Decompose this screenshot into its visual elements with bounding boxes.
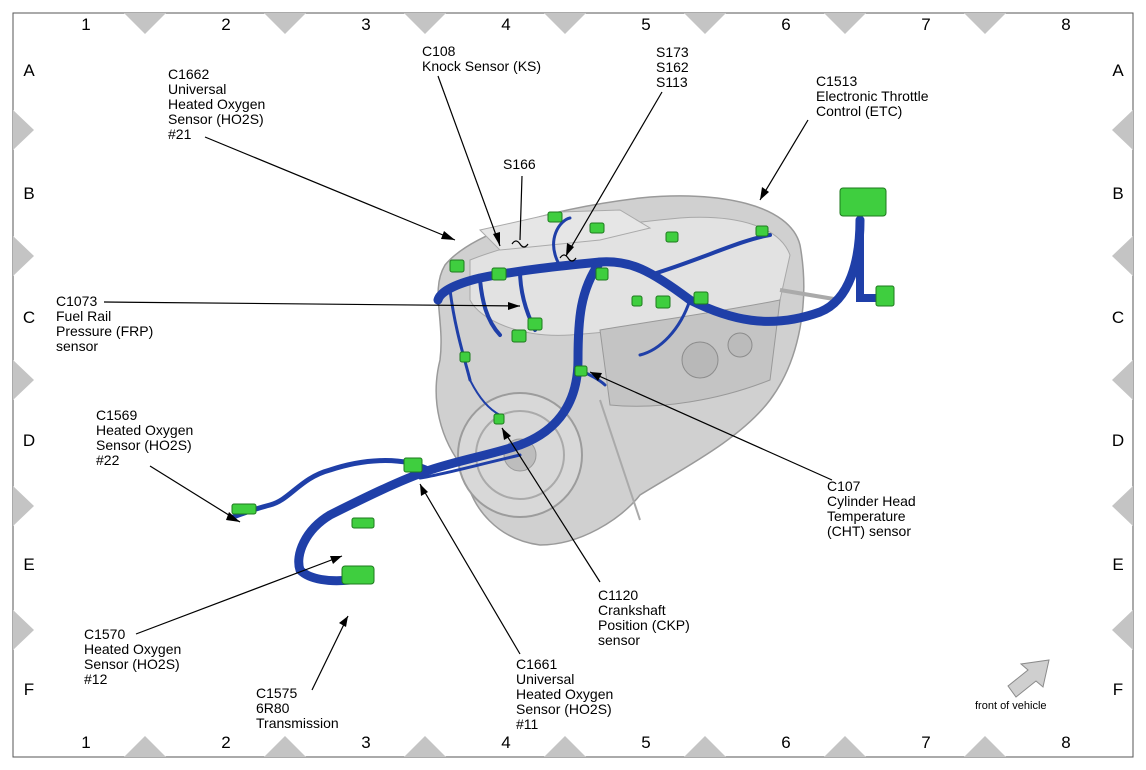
grid-column-label: 4 bbox=[501, 15, 511, 34]
grid-row-label: A bbox=[1112, 61, 1124, 80]
grid-row-label: A bbox=[23, 61, 35, 80]
cht-connector bbox=[574, 365, 588, 377]
callout-c1569: C1569 Heated Oxygen Sensor (HO2S) #22 bbox=[96, 407, 194, 468]
grid-column-label: 7 bbox=[921, 15, 931, 34]
grid-column-label: 7 bbox=[921, 733, 931, 752]
grid-column-label: 6 bbox=[781, 733, 791, 752]
grid-column-label: 3 bbox=[361, 15, 371, 34]
grid-column-label: 3 bbox=[361, 733, 371, 752]
callout-c1570: C1570 Heated Oxygen Sensor (HO2S) #12 bbox=[84, 626, 182, 687]
grid-column-label: 1 bbox=[81, 15, 91, 34]
connectors bbox=[231, 187, 895, 585]
grid-column-label: 5 bbox=[641, 733, 651, 752]
grid-row-label: B bbox=[23, 184, 35, 203]
callout-c108: C108 Knock Sensor (KS) bbox=[422, 43, 542, 74]
front-of-vehicle-arrow-icon bbox=[1007, 659, 1050, 698]
splice-marks bbox=[511, 240, 577, 262]
grid-column-label: 5 bbox=[641, 15, 651, 34]
engine-block bbox=[435, 195, 841, 546]
leader-lines bbox=[103, 75, 833, 691]
grid-column-label: 2 bbox=[221, 733, 231, 752]
grid-row-label: B bbox=[1112, 184, 1124, 203]
etc-connector bbox=[839, 187, 887, 217]
callout-c1513: C1513 Electronic Throttle Control (ETC) bbox=[816, 73, 929, 119]
callout-c1120: C1120 Crankshaft Position (CKP) sensor bbox=[598, 587, 690, 648]
grid-row-label: E bbox=[1112, 555, 1124, 574]
callout-s173: S173 S162 S113 bbox=[656, 44, 689, 90]
front-of-vehicle-label: front of vehicle bbox=[975, 700, 1047, 712]
grid-row-label: F bbox=[23, 680, 35, 699]
callout-c1662: C1662 Universal Heated Oxygen Sensor (HO… bbox=[168, 66, 266, 142]
arrowheads bbox=[226, 187, 769, 627]
callout-c1575: C1575 6R80 Transmission bbox=[256, 685, 339, 731]
grid-column-label: 8 bbox=[1061, 15, 1071, 34]
frame-markers bbox=[13, 13, 1133, 757]
grid-row-label: D bbox=[22, 431, 36, 450]
grid-row-label: D bbox=[1111, 431, 1125, 450]
callout-c1073: C1073 Fuel Rail Pressure (FRP) sensor bbox=[56, 293, 154, 354]
ckp-connector bbox=[493, 413, 505, 425]
grid-column-label: 4 bbox=[501, 733, 511, 752]
grid-row-label: C bbox=[1111, 308, 1125, 327]
grid-row-label: F bbox=[1112, 680, 1124, 699]
grid-row-label: E bbox=[23, 555, 35, 574]
callout-c1661: C1661 Universal Heated Oxygen Sensor (HO… bbox=[516, 656, 614, 732]
grid-column-label: 6 bbox=[781, 15, 791, 34]
grid-column-label: 2 bbox=[221, 15, 231, 34]
callout-s166: S166 bbox=[503, 156, 536, 172]
grid-column-label: 1 bbox=[81, 733, 91, 752]
grid-row-label: C bbox=[22, 308, 36, 327]
callout-c107: C107 Cylinder Head Temperature (CHT) sen… bbox=[827, 478, 916, 539]
transmission-connector bbox=[341, 565, 375, 585]
grid-column-label: 8 bbox=[1061, 733, 1071, 752]
